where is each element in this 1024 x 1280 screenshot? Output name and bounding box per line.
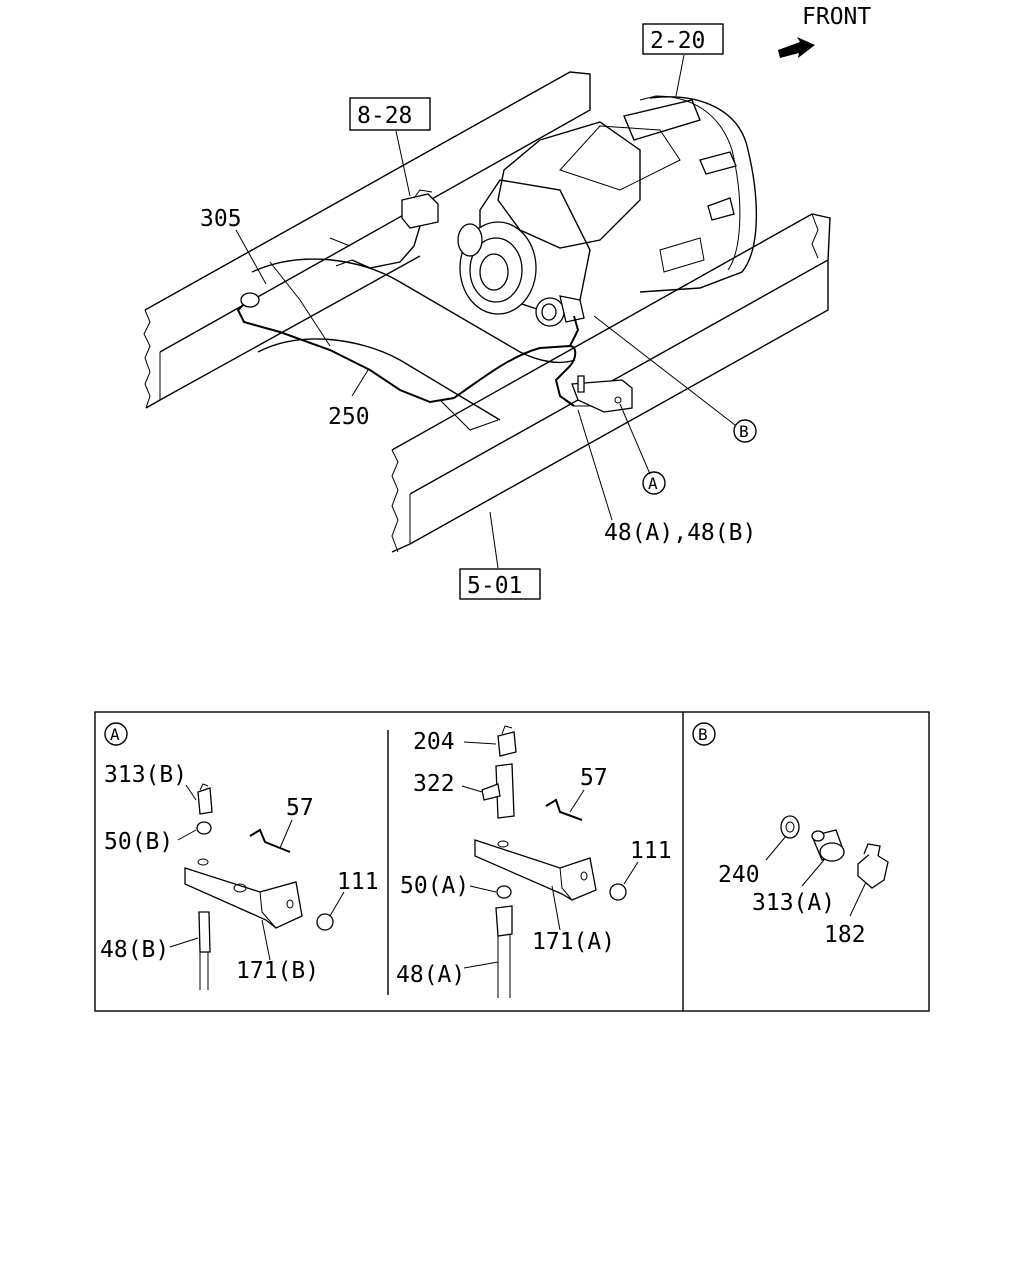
label-204: 204 (413, 729, 455, 755)
marker-B-main: B (733, 419, 757, 443)
label-240: 240 (718, 862, 760, 888)
label-313b: 313(B) (104, 762, 187, 788)
label-111-left: 111 (337, 869, 379, 895)
label-182: 182 (824, 922, 866, 948)
bracket-171a (474, 839, 597, 901)
detail-panel (94, 711, 930, 1012)
nut-111-right (609, 883, 627, 901)
front-arrow-icon (778, 37, 815, 58)
frame-rails (143, 71, 831, 553)
label-57-left: 57 (286, 795, 314, 821)
label-111-right: 111 (630, 838, 672, 864)
svg-text:8-28: 8-28 (357, 103, 412, 129)
svg-text:B: B (698, 725, 708, 744)
pipe-48a (495, 905, 513, 937)
ref-box-8-28[interactable]: 8-28 (349, 97, 431, 197)
label-50a: 50(A) (400, 873, 469, 899)
svg-text:A: A (648, 474, 658, 493)
ref-box-2-20[interactable]: 2-20 (642, 23, 724, 97)
bolt-57-left (249, 828, 291, 853)
marker-B-detail (692, 722, 716, 746)
tee-322 (495, 763, 515, 819)
label-305: 305 (200, 206, 242, 232)
pipe-48b (198, 911, 211, 953)
svg-text:A: A (110, 725, 120, 744)
label-48b: 48(B) (100, 937, 169, 963)
label-57-right: 57 (580, 765, 608, 791)
nut-50b (196, 821, 212, 835)
marker-A-detail (104, 722, 128, 746)
front-label: FRONT (802, 4, 871, 30)
nut-50a (496, 885, 512, 899)
label-171a: 171(A) (532, 929, 615, 955)
fitting-313b (197, 787, 213, 815)
label-313a: 313(A) (752, 890, 835, 916)
svg-text:5-01: 5-01 (467, 573, 522, 599)
detail-A-left: A 313(B) 50(B) 57 111 48(B) 171(B) (100, 722, 379, 990)
fitting-204 (497, 731, 517, 757)
bracket-171b (184, 867, 303, 929)
ref-box-5-01[interactable]: 5-01 (459, 511, 541, 600)
label-50b: 50(B) (104, 829, 173, 855)
label-171b: 171(B) (236, 958, 319, 984)
main-leaders (235, 229, 736, 521)
elbow-182 (857, 851, 889, 889)
svg-text:B: B (739, 422, 749, 441)
pipe-250 (236, 292, 606, 407)
sensor-connector (335, 189, 439, 269)
label-48a: 48(A) (396, 962, 465, 988)
detail-B: B 240 313(A) 182 (692, 722, 889, 948)
label-250: 250 (328, 404, 370, 430)
washer-240 (780, 815, 800, 839)
label-322: 322 (413, 771, 455, 797)
detail-A-right: 204 322 57 111 50(A) 171(A) 48(A) (396, 725, 672, 998)
label-48ab: 48(A),48(B) (604, 520, 756, 546)
svg-text:2-20: 2-20 (650, 28, 705, 54)
transmission-assembly (457, 95, 758, 327)
nut-111-left (316, 913, 334, 931)
bolt-57-right (545, 798, 583, 821)
front-direction-indicator: FRONT (778, 4, 871, 58)
bracket-A (571, 375, 633, 413)
marker-A-main: A (642, 471, 666, 495)
